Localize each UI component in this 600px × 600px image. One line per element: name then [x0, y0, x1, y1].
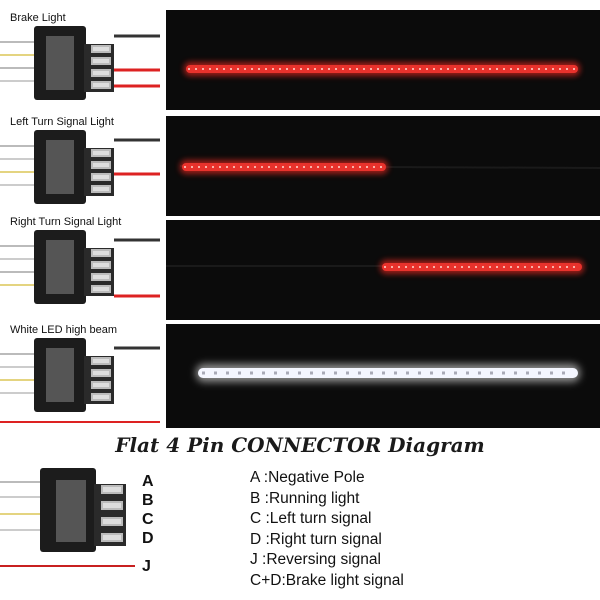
pin-diagram-connector	[0, 468, 135, 567]
legend-item-a: A :Negative Pole	[250, 469, 365, 486]
pin-label-c: C	[142, 511, 154, 528]
connector-left-turn	[0, 130, 160, 204]
pin-label-a: A	[142, 473, 154, 490]
panel-label-left-turn: Left Turn Signal Light	[10, 116, 114, 128]
strip-panel-high-beam	[166, 324, 600, 428]
legend-item-c: C :Left turn signal	[250, 510, 372, 527]
pin-legend: A :Negative Pole B :Running light C :Lef…	[250, 468, 404, 591]
strip-panel-brake	[166, 10, 600, 110]
connector-grip	[46, 36, 74, 90]
legend-item-j: J :Reversing signal	[250, 551, 381, 568]
panel-label-brake: Brake Light	[10, 12, 66, 24]
panel-label-high-beam: White LED high beam	[10, 324, 117, 336]
diagram-title: Flat 4 Pin CONNECTOR Diagram	[115, 433, 485, 457]
legend-item-cd: C+D:Brake light signal	[250, 571, 404, 589]
strip-panel-right-turn	[166, 220, 600, 320]
panel-label-right-turn: Right Turn Signal Light	[10, 216, 122, 228]
connector-high-beam	[0, 338, 160, 423]
pin-label-b: B	[142, 492, 154, 509]
legend-item-d: D :Right turn signal	[250, 530, 382, 548]
strip-panel-left-turn	[166, 116, 600, 216]
pin-label-j: J	[142, 558, 151, 575]
wires	[0, 41, 38, 82]
connector-right-turn	[0, 230, 160, 304]
connector-brake	[0, 26, 160, 100]
led-strip-red	[186, 65, 578, 73]
led-strip-white	[198, 368, 578, 378]
legend-item-b: B :Running light	[250, 489, 360, 507]
pin-label-d: D	[142, 530, 154, 547]
